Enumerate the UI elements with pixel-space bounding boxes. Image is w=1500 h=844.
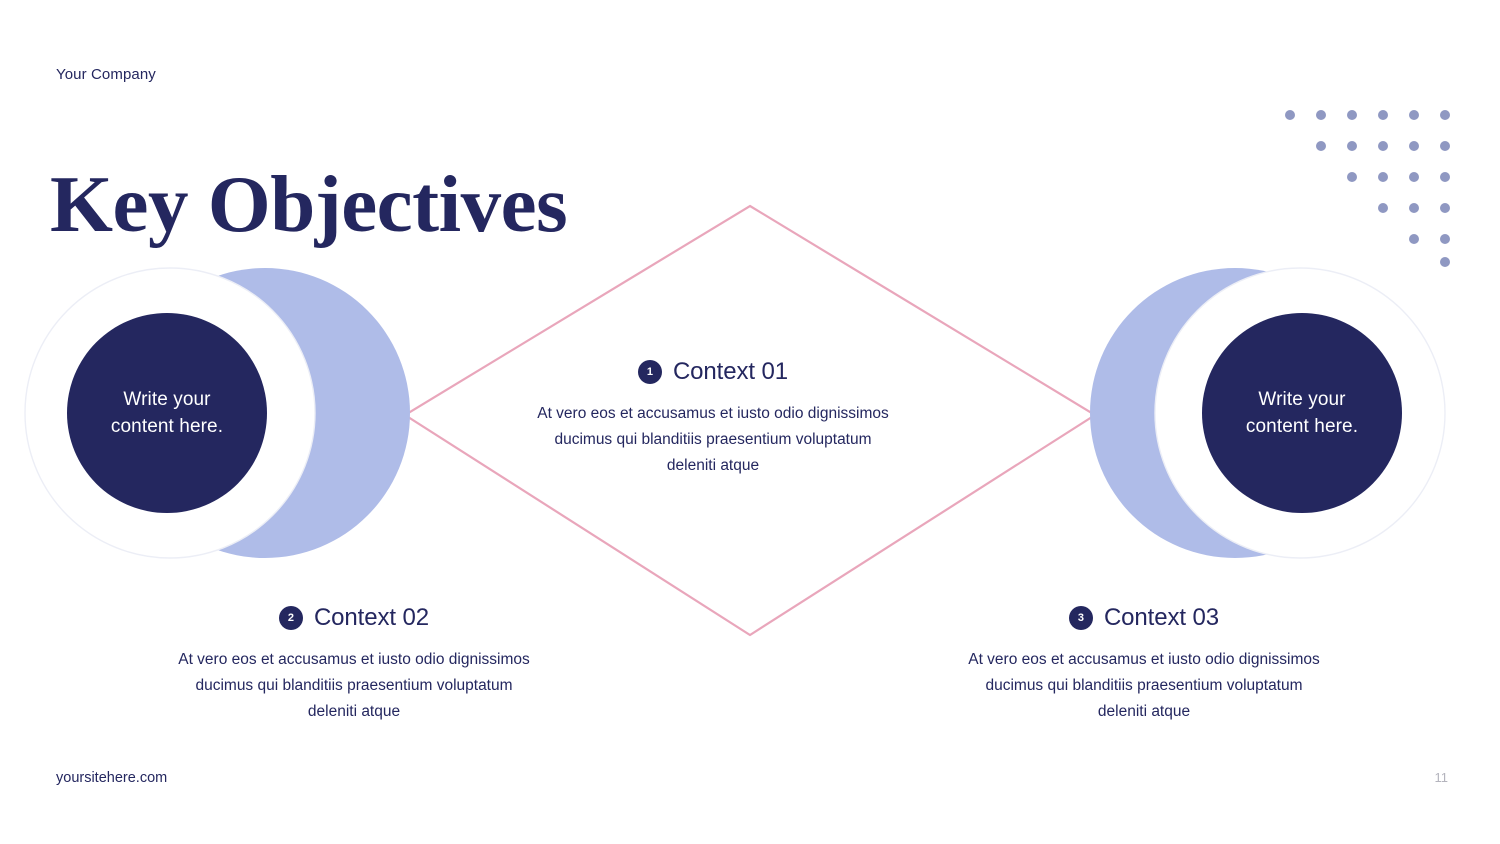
left-circle-label-line2: content here. xyxy=(110,415,224,437)
context-block-3: 3 Context 03 At vero eos et accusamus et… xyxy=(964,604,1324,725)
context-block-2: 2 Context 02 At vero eos et accusamus et… xyxy=(174,604,534,725)
left-circle-label: Write your content here. xyxy=(52,387,282,441)
page-number: 11 xyxy=(1434,770,1449,785)
context-2-title: Context 02 xyxy=(313,604,430,631)
context-block-1: 1 Context 01 At vero eos et accusamus et… xyxy=(533,358,893,479)
right-circle-label: Write your content here. xyxy=(1187,387,1417,441)
page-title: Key Objectives xyxy=(50,159,568,250)
context-3-body: At vero eos et accusamus et iusto odio d… xyxy=(968,651,1320,721)
context-1-title: Context 01 xyxy=(672,358,789,385)
context-3-heading: 3 Context 03 xyxy=(964,604,1324,632)
context-3-title: Context 03 xyxy=(1103,604,1220,631)
website-url: yoursitehere.com xyxy=(56,770,168,786)
right-circle-label-line2: content here. xyxy=(1245,415,1359,437)
triangular-dot-grid xyxy=(1285,110,1450,267)
context-3-number-badge: 3 xyxy=(1068,606,1093,630)
context-1-heading: 1 Context 01 xyxy=(533,358,893,386)
context-2-heading: 2 Context 02 xyxy=(174,604,534,632)
company-name: Your Company xyxy=(56,66,156,83)
context-1-body: At vero eos et accusamus et iusto odio d… xyxy=(537,405,889,475)
context-1-number-badge: 1 xyxy=(637,360,662,384)
left-circle-label-line1: Write your xyxy=(123,389,211,410)
right-circle-label-line1: Write your xyxy=(1258,389,1346,410)
context-2-number-badge: 2 xyxy=(278,606,303,630)
context-2-body: At vero eos et accusamus et iusto odio d… xyxy=(178,651,530,721)
